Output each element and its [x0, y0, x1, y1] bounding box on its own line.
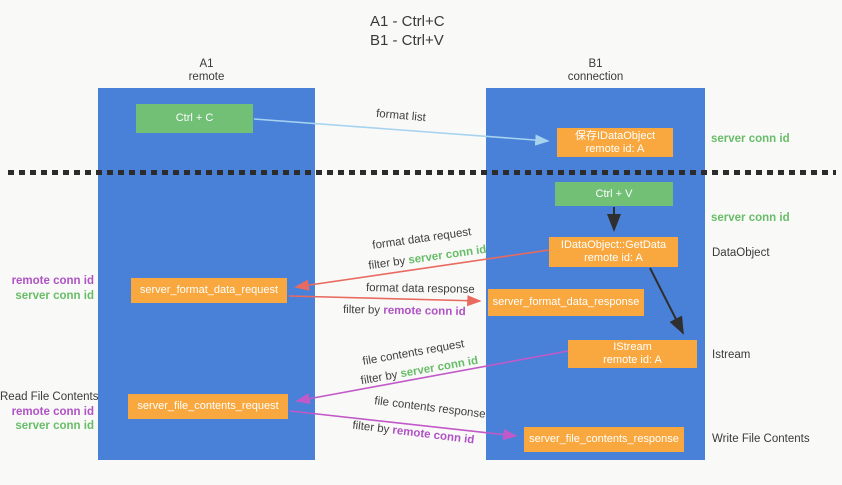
right-server-conn-id-top-label: server conn id	[711, 133, 790, 145]
server-format-data-request-box: server_format_data_request	[131, 278, 287, 303]
diagram-title: A1 - Ctrl+C B1 - Ctrl+V	[370, 12, 445, 50]
remote-conn-id-text: remote conn id	[383, 304, 466, 319]
server-format-data-response-label: server_format_data_response	[492, 296, 640, 308]
server-format-data-request-label: server_format_data_request	[139, 284, 279, 296]
getdata-line1: IDataObject::GetData	[560, 239, 667, 251]
format-data-response-filter-label: filter by remote conn id	[343, 304, 466, 318]
file-contents-response-filter-label: filter by remote conn id	[352, 420, 475, 447]
write-file-contents-label: Write File Contents	[712, 433, 810, 445]
istream-side-label: Istream	[712, 349, 751, 361]
left-server-conn-id-label: server conn id	[15, 420, 94, 432]
filter-by-text: filter by	[351, 419, 394, 437]
left-server-conn-id-label: server conn id	[15, 289, 94, 302]
dataobject-label: DataObject	[712, 247, 770, 259]
phase-divider-dotted-line	[8, 170, 836, 175]
ctrl-c-label: Ctrl + C	[175, 112, 214, 124]
title-line-1: A1 - Ctrl+C	[370, 13, 445, 30]
save-idataobject-box: 保存IDataObject remote id: A	[557, 128, 673, 157]
remote-conn-id-text: remote conn id	[391, 424, 475, 447]
ctrl-c-box: Ctrl + C	[136, 104, 253, 133]
lifeline-b1-name: B1	[588, 58, 603, 70]
format-data-response-label: format data response	[365, 282, 475, 296]
save-idataobject-line2: remote id: A	[585, 142, 645, 155]
save-idataobject-line1: 保存IDataObject	[574, 129, 656, 142]
ctrl-v-label: Ctrl + V	[595, 187, 633, 200]
istream-line1: IStream	[613, 341, 652, 353]
format-list-label: format list	[375, 107, 427, 125]
ctrl-v-box: Ctrl + V	[555, 182, 673, 206]
server-conn-id-text: server conn id	[407, 243, 488, 267]
lifeline-a1-role: remote	[188, 71, 225, 83]
title-line-2: B1 - Ctrl+V	[370, 32, 444, 49]
lifeline-header-b1: B1 connection	[486, 58, 705, 84]
istream-line2: remote id: A	[603, 354, 662, 366]
server-file-contents-request-label: server_file_contents_request	[137, 400, 279, 412]
file-contents-response-label: file contents response	[373, 395, 487, 421]
left-conn-id-group-format: remote conn id server conn id	[0, 274, 94, 303]
lifeline-a1-name: A1	[199, 58, 214, 70]
istream-box: IStream remote id: A	[568, 340, 697, 368]
lifeline-b1-role: connection	[567, 71, 624, 83]
idataobject-getdata-box: IDataObject::GetData remote id: A	[549, 237, 678, 267]
lifeline-header-a1: A1 remote	[98, 58, 315, 84]
left-remote-conn-id-label: remote conn id	[11, 405, 94, 418]
server-file-contents-response-label: server_file_contents_response	[529, 433, 679, 445]
filter-by-text: filter by	[367, 254, 410, 273]
filter-by-text: filter by	[342, 303, 384, 317]
server-file-contents-request-box: server_file_contents_request	[128, 394, 288, 419]
filter-by-text: filter by	[359, 368, 402, 388]
right-server-conn-id-mid-label: server conn id	[711, 212, 790, 224]
left-conn-id-group-file: Read File Contents remote conn id server…	[0, 390, 99, 434]
read-file-contents-label: Read File Contents	[0, 391, 99, 403]
server-file-contents-response-box: server_file_contents_response	[524, 427, 684, 452]
server-format-data-response-box: server_format_data_response	[488, 289, 644, 316]
getdata-line2: remote id: A	[584, 252, 643, 264]
format-data-response-arrow	[288, 295, 482, 307]
left-remote-conn-id-label: remote conn id	[11, 275, 94, 287]
